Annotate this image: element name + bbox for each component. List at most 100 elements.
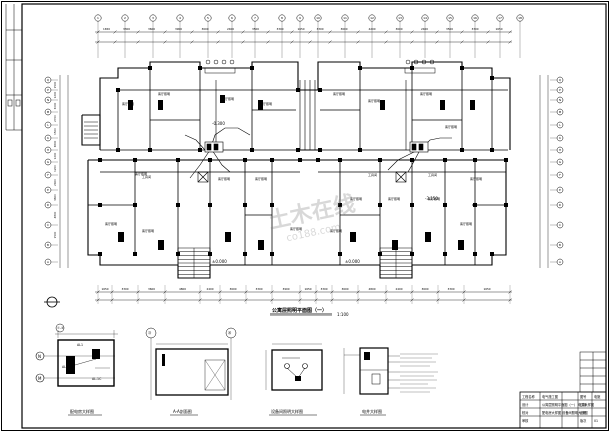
top-dimension-value: 1650 <box>495 27 502 31</box>
top-dimension-value: 3900 <box>175 27 182 31</box>
tb-drawing-name-2: 配电房大样图 设备间照明大样图 <box>542 410 588 415</box>
left-axis-grid: QPNMLKHGFEDCBA15001200300027001500360012… <box>44 75 69 268</box>
grid-label-n: N <box>38 354 41 359</box>
top-dimension-value: 3600 <box>201 27 208 31</box>
right-grid-label: G <box>559 160 561 164</box>
tb-label-version: 版次 <box>580 418 587 423</box>
right-grid-label: K <box>559 136 561 140</box>
main-plan-title: 公寓层照明平面图（一） <box>272 307 327 314</box>
top-dimension-value: 3300 <box>276 27 283 31</box>
title-block <box>519 351 607 429</box>
top-grid-label: 17 <box>498 16 502 20</box>
watermark: 土木在线 co188.com <box>266 191 357 245</box>
tb-company: 工程名称 <box>522 394 536 399</box>
left-dimension-value: 2400 <box>53 179 57 186</box>
right-grid-label: N <box>559 98 561 102</box>
left-grid-label: C <box>47 223 49 227</box>
top-grid-label: 1 <box>97 16 99 20</box>
top-dimension-value: 3600 <box>148 27 155 31</box>
left-dimension-value: 3600 <box>53 140 57 147</box>
bottom-dimension-value: 4800 <box>179 287 186 291</box>
bottom-dimension-value: 3600 <box>421 287 428 291</box>
top-grid-label: 18 <box>518 16 522 20</box>
left-dimension-value: 2700 <box>53 115 57 122</box>
top-grid-label: 7 <box>254 16 256 20</box>
bottom-dimension-value: 3300 <box>255 287 262 291</box>
tb-drawing-no: 电施 <box>594 394 601 399</box>
room-label-kitchen: 工具间 <box>142 174 151 179</box>
panel-label-al-1c: AL-1C <box>92 377 102 381</box>
right-grid-label: C <box>559 223 561 227</box>
top-dimension-value: 3600 <box>395 27 402 31</box>
detail-grid-label: ①-④ <box>57 326 64 330</box>
room-label-guest: 客厅照明 <box>445 124 457 129</box>
top-dimension-value: 1650 <box>103 27 110 31</box>
tb-label-scale: 比例 <box>580 410 586 415</box>
bottom-dimension-value: 2400 <box>395 287 402 291</box>
tb-label-check: 校对 <box>522 410 529 415</box>
top-grid-label: 8 <box>281 16 283 20</box>
room-label-guest: 客厅照明 <box>330 228 342 233</box>
bottom-dimension-value: 1650 <box>483 287 490 291</box>
room-labels: 客厅照明客厅照明客厅照明客厅照明客厅照明客厅照明客厅照明客厅照明客厅照明客厅照明… <box>105 91 482 233</box>
room-label-guest: 客厅照明 <box>428 196 440 201</box>
right-grid-label: L <box>559 123 561 127</box>
top-grid-label: 16 <box>473 16 477 20</box>
detail-title-3: 设备间照明大样图 <box>271 408 303 414</box>
room-label-kitchen: 工具间 <box>368 172 377 177</box>
top-dimension-value: 2400 <box>421 27 428 31</box>
grid-label-m: M <box>38 376 42 381</box>
bottom-dimension-value: 3900 <box>282 287 289 291</box>
bottom-dimension-value: 1650 <box>101 287 108 291</box>
tb-project: 电气施工图 <box>542 394 558 399</box>
tb-label-design: 设计 <box>522 402 529 407</box>
level-marks: -0.300 ±0.000 ±0.000 -3.150 <box>212 121 438 264</box>
top-grid-label: 4 <box>179 16 181 20</box>
right-grid-label: F <box>559 173 561 177</box>
top-dimension-value: 3300 <box>316 27 323 31</box>
top-grid-label: 14 <box>423 16 427 20</box>
room-label-guest: 客厅照明 <box>222 96 234 101</box>
room-label-guest: 客厅照明 <box>105 221 117 226</box>
left-grid-label: A <box>47 260 49 264</box>
detail-distribution-room: N M ①-④ AL1 AL-1 AL-1C 配电房大样图 <box>35 323 118 416</box>
top-equipment-symbols <box>204 59 436 74</box>
top-grid-label: 10 <box>316 16 320 20</box>
bottom-dimension-value: 3300 <box>121 287 128 291</box>
left-grid-label: D <box>47 203 49 207</box>
detail-section-aa: ㉑ ㉖ A-A剖面图 <box>145 327 237 416</box>
top-dimension-value: 4200 <box>368 27 375 31</box>
left-dimension-value: 1200 <box>53 152 57 159</box>
left-grid-label: F <box>47 173 49 177</box>
detail-equipment-room: 设备间照明大样图 <box>265 343 323 416</box>
room-label-guest: 客厅照明 <box>122 101 134 106</box>
detail-title-4: 电井大样图 <box>362 408 382 414</box>
top-dimension-value: 3300 <box>123 27 130 31</box>
level-mark-1: -0.300 <box>212 121 225 126</box>
room-label-guest: 客厅照明 <box>142 228 154 233</box>
room-label-guest: 客厅照明 <box>333 91 345 96</box>
title-block-text: 工程名称 电气施工图 设计 校对 审核 公寓层照明平面图（一） 电井大样图 配电… <box>522 394 601 423</box>
tb-drawing-name: 公寓层照明平面图（一） 电井大样图 <box>542 402 594 407</box>
left-dimension-value: 3000 <box>53 102 57 109</box>
room-label-guest: 客厅照明 <box>260 101 272 106</box>
room-label-guest: 客厅照明 <box>460 221 472 226</box>
left-dimension-value: 1500 <box>53 81 57 88</box>
tb-label-drawing-no: 图号 <box>580 394 586 399</box>
room-label-guest: 客厅照明 <box>470 176 482 181</box>
top-grid-label: 5 <box>207 16 209 20</box>
left-dimension-value: 1200 <box>53 91 57 98</box>
top-grid-label: 2 <box>124 16 126 20</box>
electrical-panels <box>197 141 429 183</box>
right-grid-label: E <box>559 188 561 192</box>
top-dimension-value: 3600 <box>340 27 347 31</box>
top-dimension-value: 3500 <box>252 27 259 31</box>
left-grid-label: B <box>47 243 49 247</box>
top-dimension-value: 3500 <box>446 27 453 31</box>
level-mark-3: ±0.000 <box>345 259 360 264</box>
right-grid-label: A <box>559 260 561 264</box>
